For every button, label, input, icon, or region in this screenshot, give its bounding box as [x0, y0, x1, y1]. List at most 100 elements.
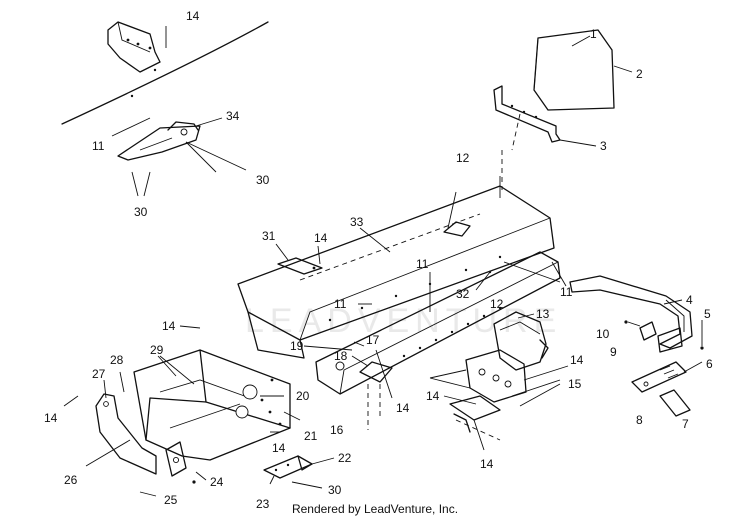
- watermark-text: LEADVENTURE: [245, 302, 562, 340]
- leader-25: [139, 491, 157, 497]
- leader-10: [627, 321, 641, 327]
- leader-30a-2: [185, 141, 217, 173]
- callout-27: 27: [92, 367, 106, 381]
- leader-31: [275, 243, 289, 261]
- handle-4: [569, 275, 693, 353]
- callout-28: 28: [110, 353, 124, 367]
- leader-18: [351, 355, 369, 367]
- leader-22: [311, 457, 335, 465]
- leader-14h: [473, 419, 485, 451]
- leader-2: [613, 65, 633, 73]
- callout-14: 14: [314, 231, 328, 245]
- callout-25: 25: [164, 493, 178, 507]
- callout-5: 5: [704, 307, 711, 321]
- grip-8: [631, 361, 687, 393]
- bracket-15: [429, 349, 527, 441]
- callout-7: 7: [682, 417, 689, 431]
- leader-14e: [63, 395, 79, 407]
- callout-32: 32: [456, 287, 470, 301]
- callout-10: 10: [596, 327, 610, 341]
- inset-frame-bracket: [61, 21, 269, 125]
- leader-23: [269, 475, 275, 485]
- leader-4: [663, 299, 683, 305]
- callout-14: 14: [162, 319, 176, 333]
- bracket-3: [493, 85, 561, 190]
- callout-13: 13: [536, 307, 550, 321]
- callout-4: 4: [686, 293, 693, 307]
- plate-31: [277, 257, 323, 275]
- callout-30: 30: [134, 205, 148, 219]
- callout-18: 18: [334, 349, 348, 363]
- leader-15: [511, 379, 561, 407]
- leader-27: [103, 379, 107, 399]
- panel-1: [533, 29, 615, 111]
- callout-2: 2: [636, 67, 643, 81]
- leader-21: [283, 411, 301, 421]
- callout-11: 11: [334, 297, 347, 311]
- callout-11: 11: [92, 139, 105, 153]
- callout-16: 16: [330, 423, 344, 437]
- callout-9: 9: [610, 345, 617, 359]
- callout-26: 26: [64, 473, 78, 487]
- callout-31: 31: [262, 229, 276, 243]
- leader-12a: [447, 191, 457, 229]
- render-credit: Rendered by LeadVenture, Inc.: [291, 502, 459, 516]
- callout-34: 34: [226, 109, 240, 123]
- callout-14: 14: [426, 389, 440, 403]
- callout-1: 1: [590, 27, 597, 41]
- bracket-23: [263, 455, 313, 479]
- callout-14: 14: [570, 353, 584, 367]
- leader-29: [157, 355, 195, 385]
- callout-3: 3: [600, 139, 607, 153]
- clamp-13: [493, 311, 549, 371]
- callout-23: 23: [256, 497, 270, 511]
- leader-30b: [131, 171, 151, 197]
- callout-30: 30: [256, 173, 270, 187]
- callout-8: 8: [636, 413, 643, 427]
- callout-20: 20: [296, 389, 310, 403]
- callout-14: 14: [272, 441, 286, 455]
- callout-17: 17: [366, 333, 380, 347]
- leader-34: [195, 117, 223, 127]
- washer-9: [639, 321, 657, 341]
- side-plate-26: [95, 393, 187, 477]
- callout-14: 14: [186, 9, 200, 23]
- leader-1: [571, 35, 591, 47]
- leader-32: [475, 271, 491, 291]
- leader-11a: [111, 117, 151, 137]
- leader-33: [359, 227, 391, 253]
- callout-labels: 14 1 2 3 34 11 30 30 12 33 31 14 11 11 3…: [44, 9, 713, 511]
- callout-24: 24: [210, 475, 224, 489]
- callout-14: 14: [480, 457, 494, 471]
- leader-28: [119, 371, 125, 393]
- callout-21: 21: [304, 429, 318, 443]
- bracket-34: [117, 121, 201, 161]
- callout-14: 14: [44, 411, 58, 425]
- callout-29: 29: [150, 343, 164, 357]
- leader-14a-2: [179, 325, 201, 329]
- leader-17: [353, 341, 365, 347]
- leader-19: [303, 345, 353, 351]
- leader-24: [195, 471, 207, 481]
- leader-14f: [443, 395, 477, 405]
- cover-33: [237, 185, 555, 359]
- leader-13: [517, 313, 535, 319]
- callout-11: 11: [560, 285, 573, 299]
- callout-22: 22: [338, 451, 352, 465]
- rail-16: [315, 251, 561, 430]
- leader-26: [85, 439, 131, 467]
- leader-6: [683, 361, 703, 373]
- strip-7: [659, 389, 691, 417]
- callout-33: 33: [350, 215, 364, 229]
- callout-6: 6: [706, 357, 713, 371]
- callout-30: 30: [328, 483, 342, 497]
- callout-12: 12: [490, 297, 504, 311]
- leader-14c: [523, 365, 569, 381]
- leader-3: [559, 139, 597, 147]
- leader-14b: [317, 245, 321, 265]
- callout-14: 14: [396, 401, 410, 415]
- leader-30a: [185, 141, 247, 171]
- callout-19: 19: [290, 339, 304, 353]
- mount-frame: [133, 349, 291, 461]
